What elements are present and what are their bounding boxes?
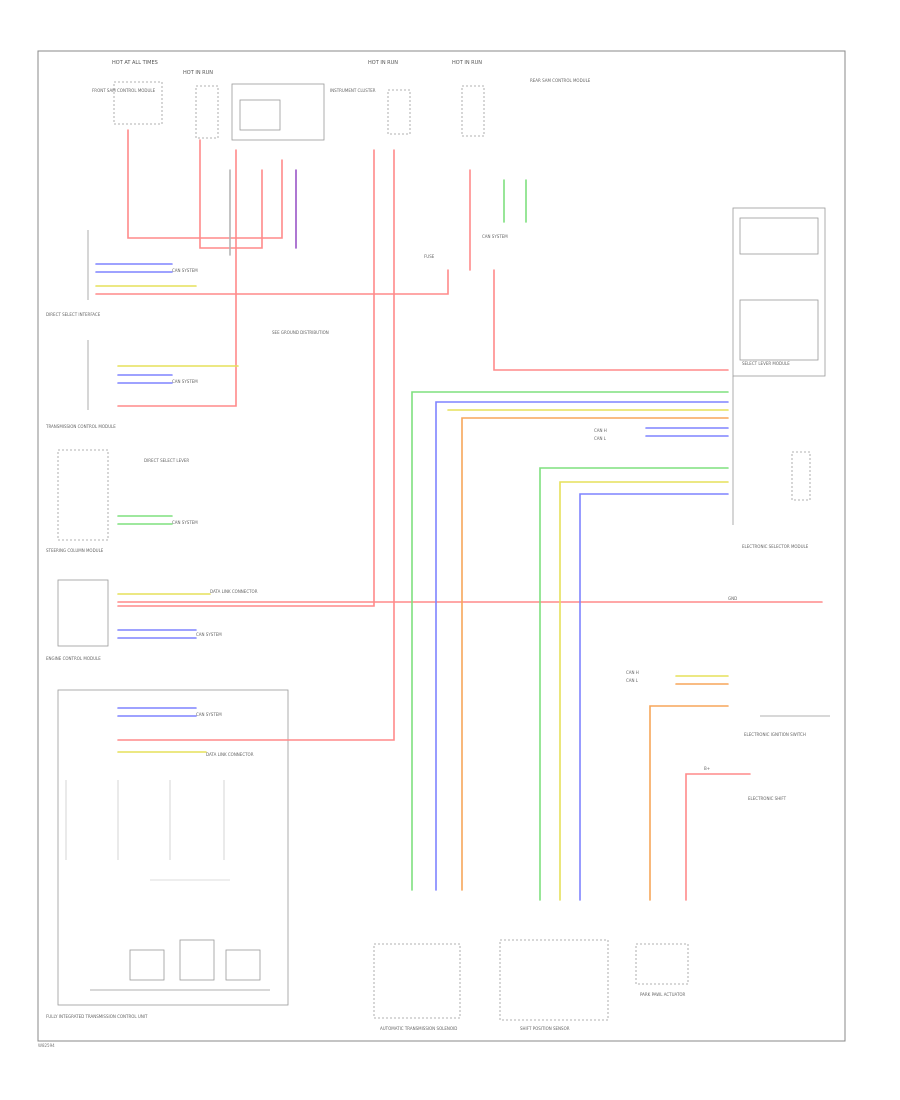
can-system-label-4: CAN SYSTEM — [196, 632, 222, 637]
page-code: W82594 — [38, 1043, 55, 1048]
wire-group — [95, 129, 823, 901]
wire-red-fuse — [199, 139, 263, 249]
hot-run-label: HOT IN RUN — [183, 70, 213, 76]
wire-green-main — [411, 391, 729, 891]
data-link-label: DATA LINK CONNECTOR — [210, 589, 258, 594]
diagram-frame — [37, 50, 846, 1042]
can-high-label: CAN H — [594, 428, 607, 433]
fuse-label: FUSE — [424, 254, 435, 259]
hot-center-label: HOT IN RUN — [368, 60, 398, 66]
electronic-selector-label: ELECTRONIC SELECTOR MODULE — [742, 544, 809, 549]
electronic-selector-module: SELECT LEVER MODULE ELECTRONIC SELECTOR … — [732, 207, 826, 549]
park-pawl-label: PARK PAWL ACTUATOR — [640, 992, 686, 997]
wire-green-2 — [539, 467, 729, 901]
instrument-cluster-label: INSTRUMENT CLUSTER — [330, 88, 376, 93]
fuse-box-left-label: FRONT SAM CONTROL MODULE — [92, 88, 156, 93]
can-system-label-2: CAN SYSTEM — [172, 379, 198, 384]
transmission-solenoid-label: AUTOMATIC TRANSMISSION SOLENOID — [380, 1026, 457, 1031]
can-low-label: CAN L — [594, 436, 607, 441]
see-ground-label: SEE GROUND DISTRIBUTION — [272, 330, 329, 335]
can-system-label: CAN SYSTEM — [172, 268, 198, 273]
direct-select-lever-label: DIRECT SELECT LEVER — [144, 458, 189, 463]
fully-integrated-tcm-label: FULLY INTEGRATED TRANSMISSION CONTROL UN… — [46, 1014, 148, 1019]
wire-red-shift — [685, 773, 751, 901]
power-label: B+ — [704, 766, 710, 771]
fuse-box-right-label: REAR SAM CONTROL MODULE — [530, 78, 591, 83]
top-power-sources: HOT AT ALL TIMES FRONT SAM CONTROL MODUL… — [92, 60, 591, 141]
shift-position-label: SHIFT POSITION SENSOR — [520, 1026, 570, 1031]
can-system-label-6: CAN SYSTEM — [482, 234, 508, 239]
selector-module-label: SELECT LEVER MODULE — [742, 361, 790, 366]
ignition-switch-label: ELECTRONIC IGNITION SWITCH — [744, 732, 806, 737]
can-system-label-3: CAN SYSTEM — [172, 520, 198, 525]
wire-red-center — [117, 149, 375, 607]
bottom-components: AUTOMATIC TRANSMISSION SOLENOID SHIFT PO… — [373, 715, 830, 1031]
electronic-shift-label: ELECTRONIC SHIFT — [748, 796, 787, 801]
wire-orange-sw — [649, 705, 729, 901]
wire-yellow-3 — [559, 481, 729, 901]
left-modules: DIRECT SELECT INTERFACE TRANSMISSION CON… — [45, 230, 289, 1019]
steering-column-label: STEERING COLUMN MODULE — [46, 548, 104, 553]
solenoid-grid — [65, 780, 230, 881]
wire-red-right — [493, 269, 729, 371]
hot-left-label: HOT AT ALL TIMES — [112, 60, 158, 66]
direct-select-interface-label: DIRECT SELECT INTERFACE — [46, 312, 101, 317]
hot-right-label: HOT IN RUN — [452, 60, 482, 66]
engine-control-label: ENGINE CONTROL MODULE — [46, 656, 101, 661]
wire-red-main-h — [95, 269, 449, 295]
wire-red-vert-1 — [117, 149, 237, 407]
wire-red-center-2 — [117, 149, 395, 741]
wire-blue-2 — [579, 493, 729, 901]
wire-blue-main — [435, 401, 729, 891]
can-low-label-2: CAN L — [626, 678, 639, 683]
can-system-label-5: CAN SYSTEM — [196, 712, 222, 717]
data-link-label-2: DATA LINK CONNECTOR — [206, 752, 254, 757]
tcm-module-label: TRANSMISSION CONTROL MODULE — [45, 424, 116, 429]
wire-orange-main — [461, 417, 729, 891]
wire-red-top-left — [127, 129, 283, 239]
can-high-label-2: CAN H — [626, 670, 639, 675]
ground-label: GND — [728, 596, 737, 601]
